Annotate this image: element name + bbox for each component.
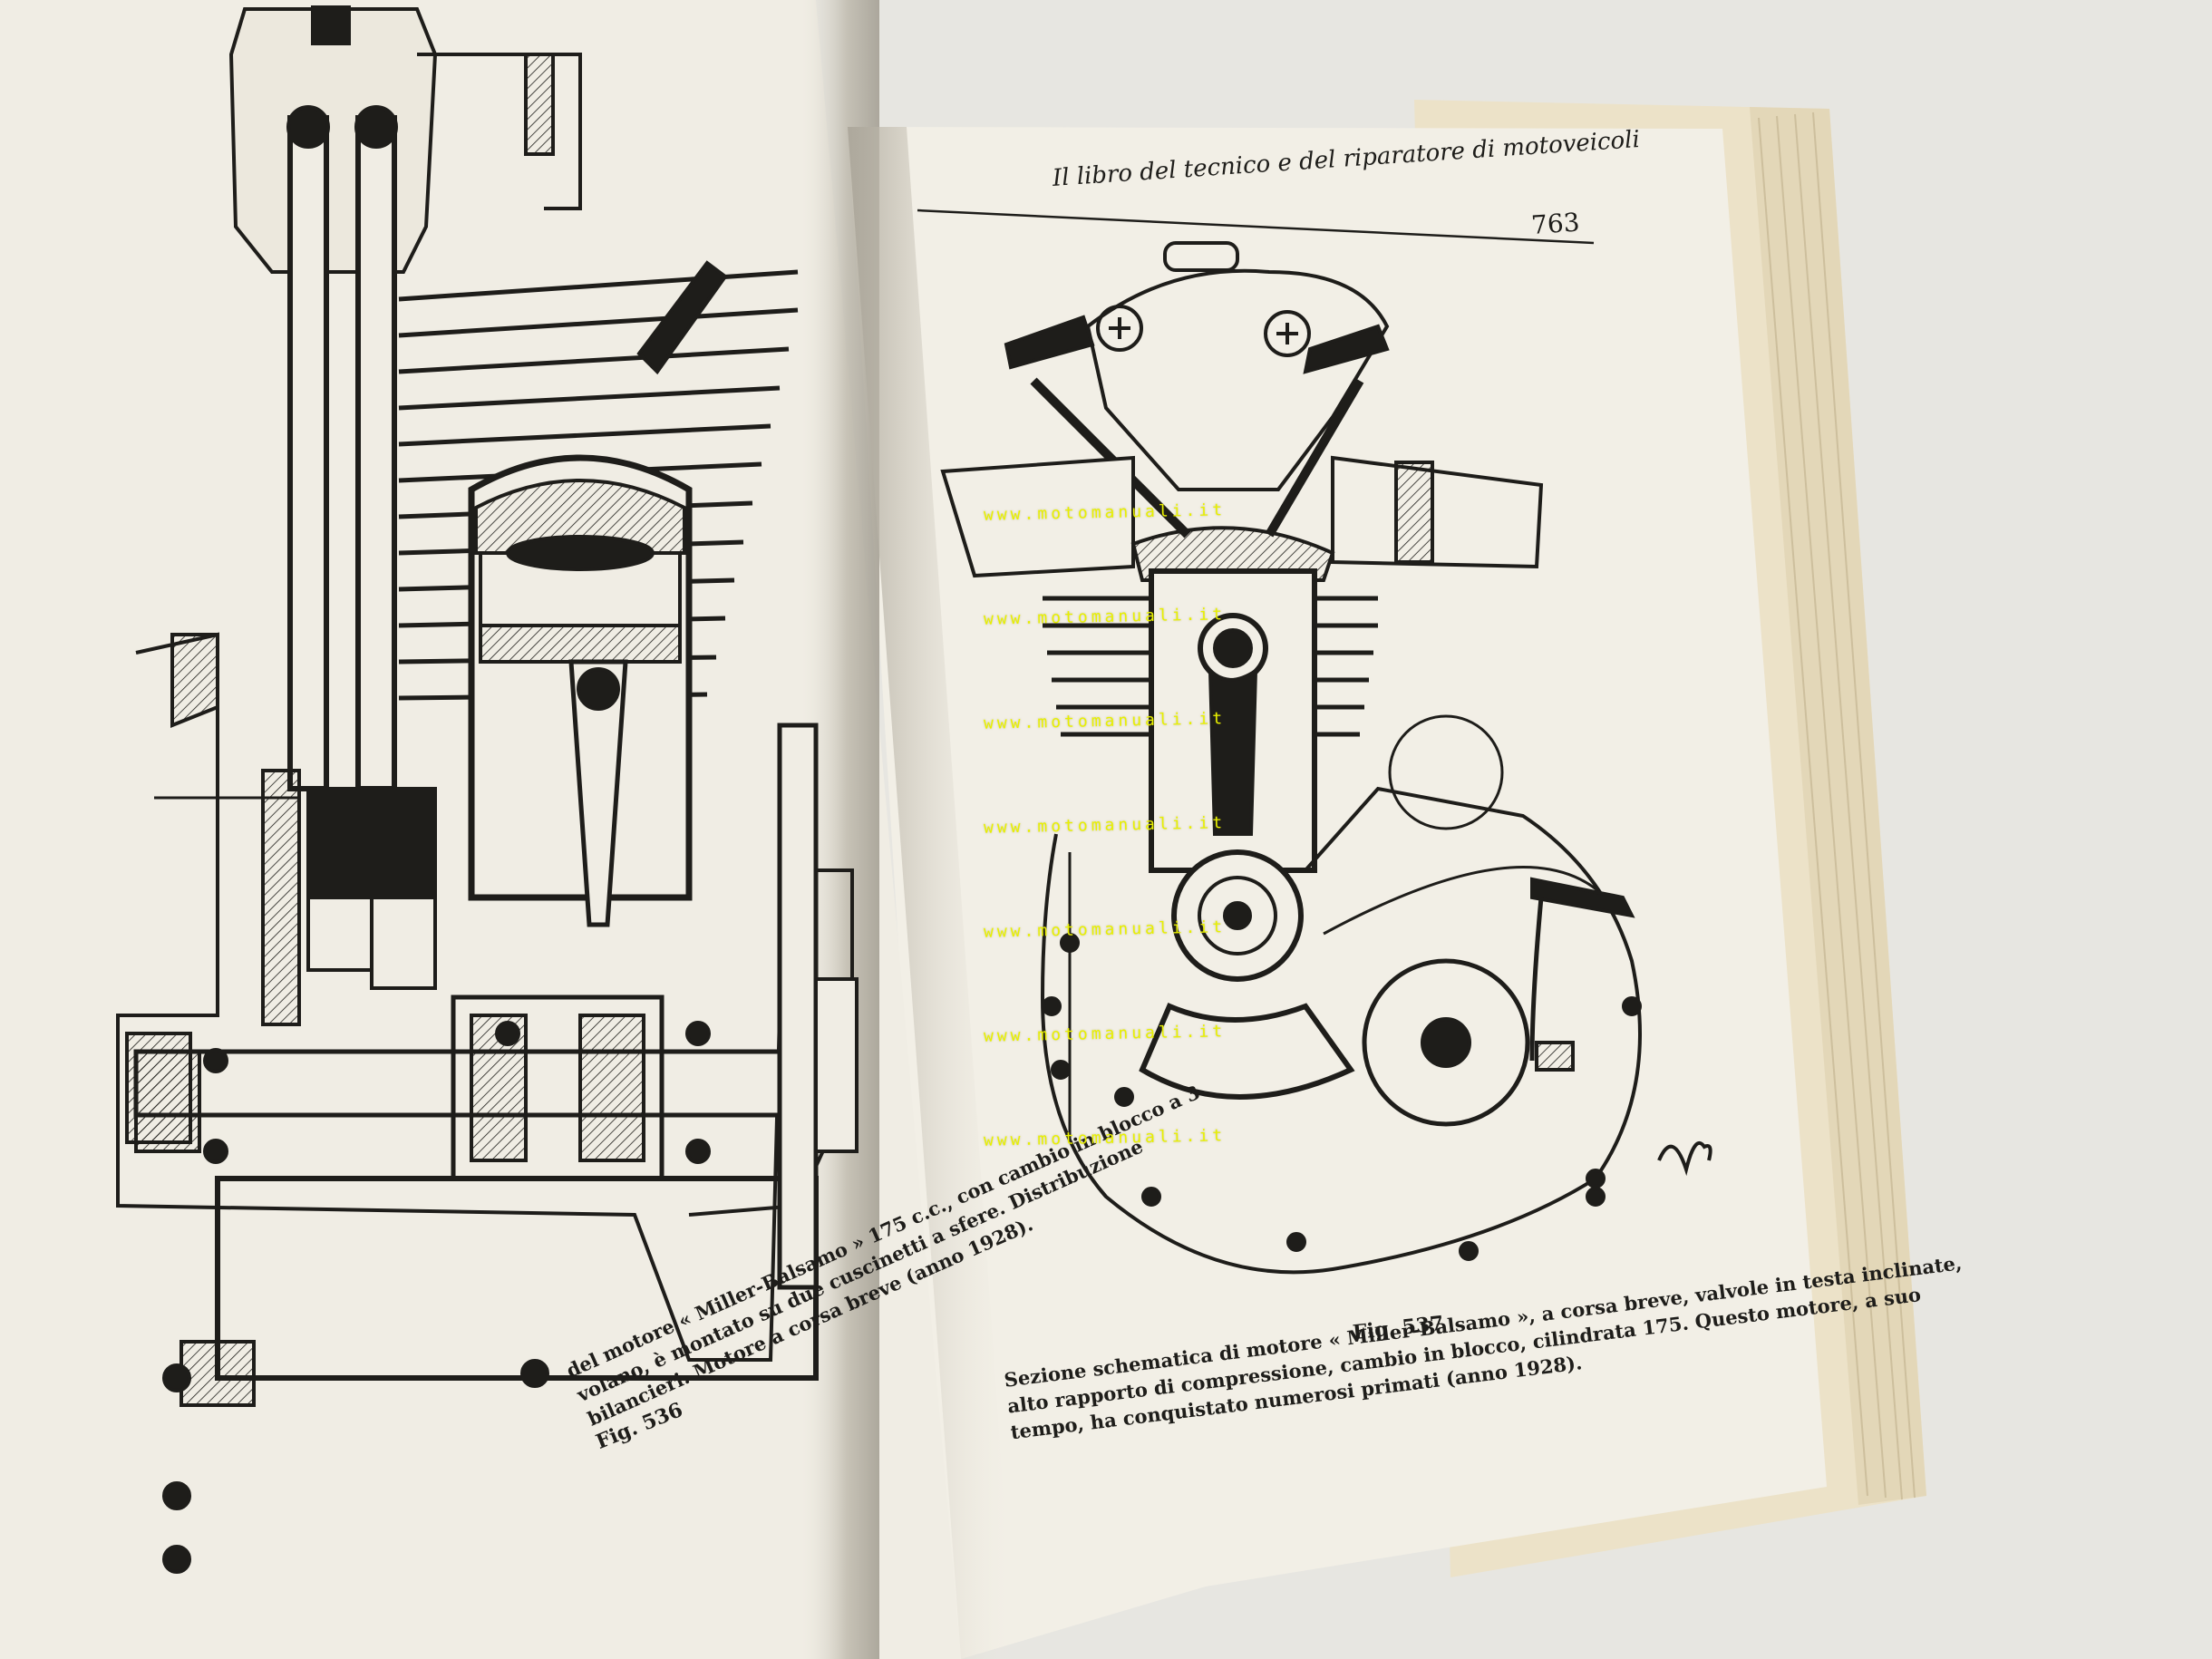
figure-536-engine-section: [116, 5, 859, 1574]
figure-537-engine-schematic: [940, 241, 1642, 1275]
page-number: 763: [1530, 207, 1581, 240]
signature-mark: [1657, 1140, 1712, 1177]
